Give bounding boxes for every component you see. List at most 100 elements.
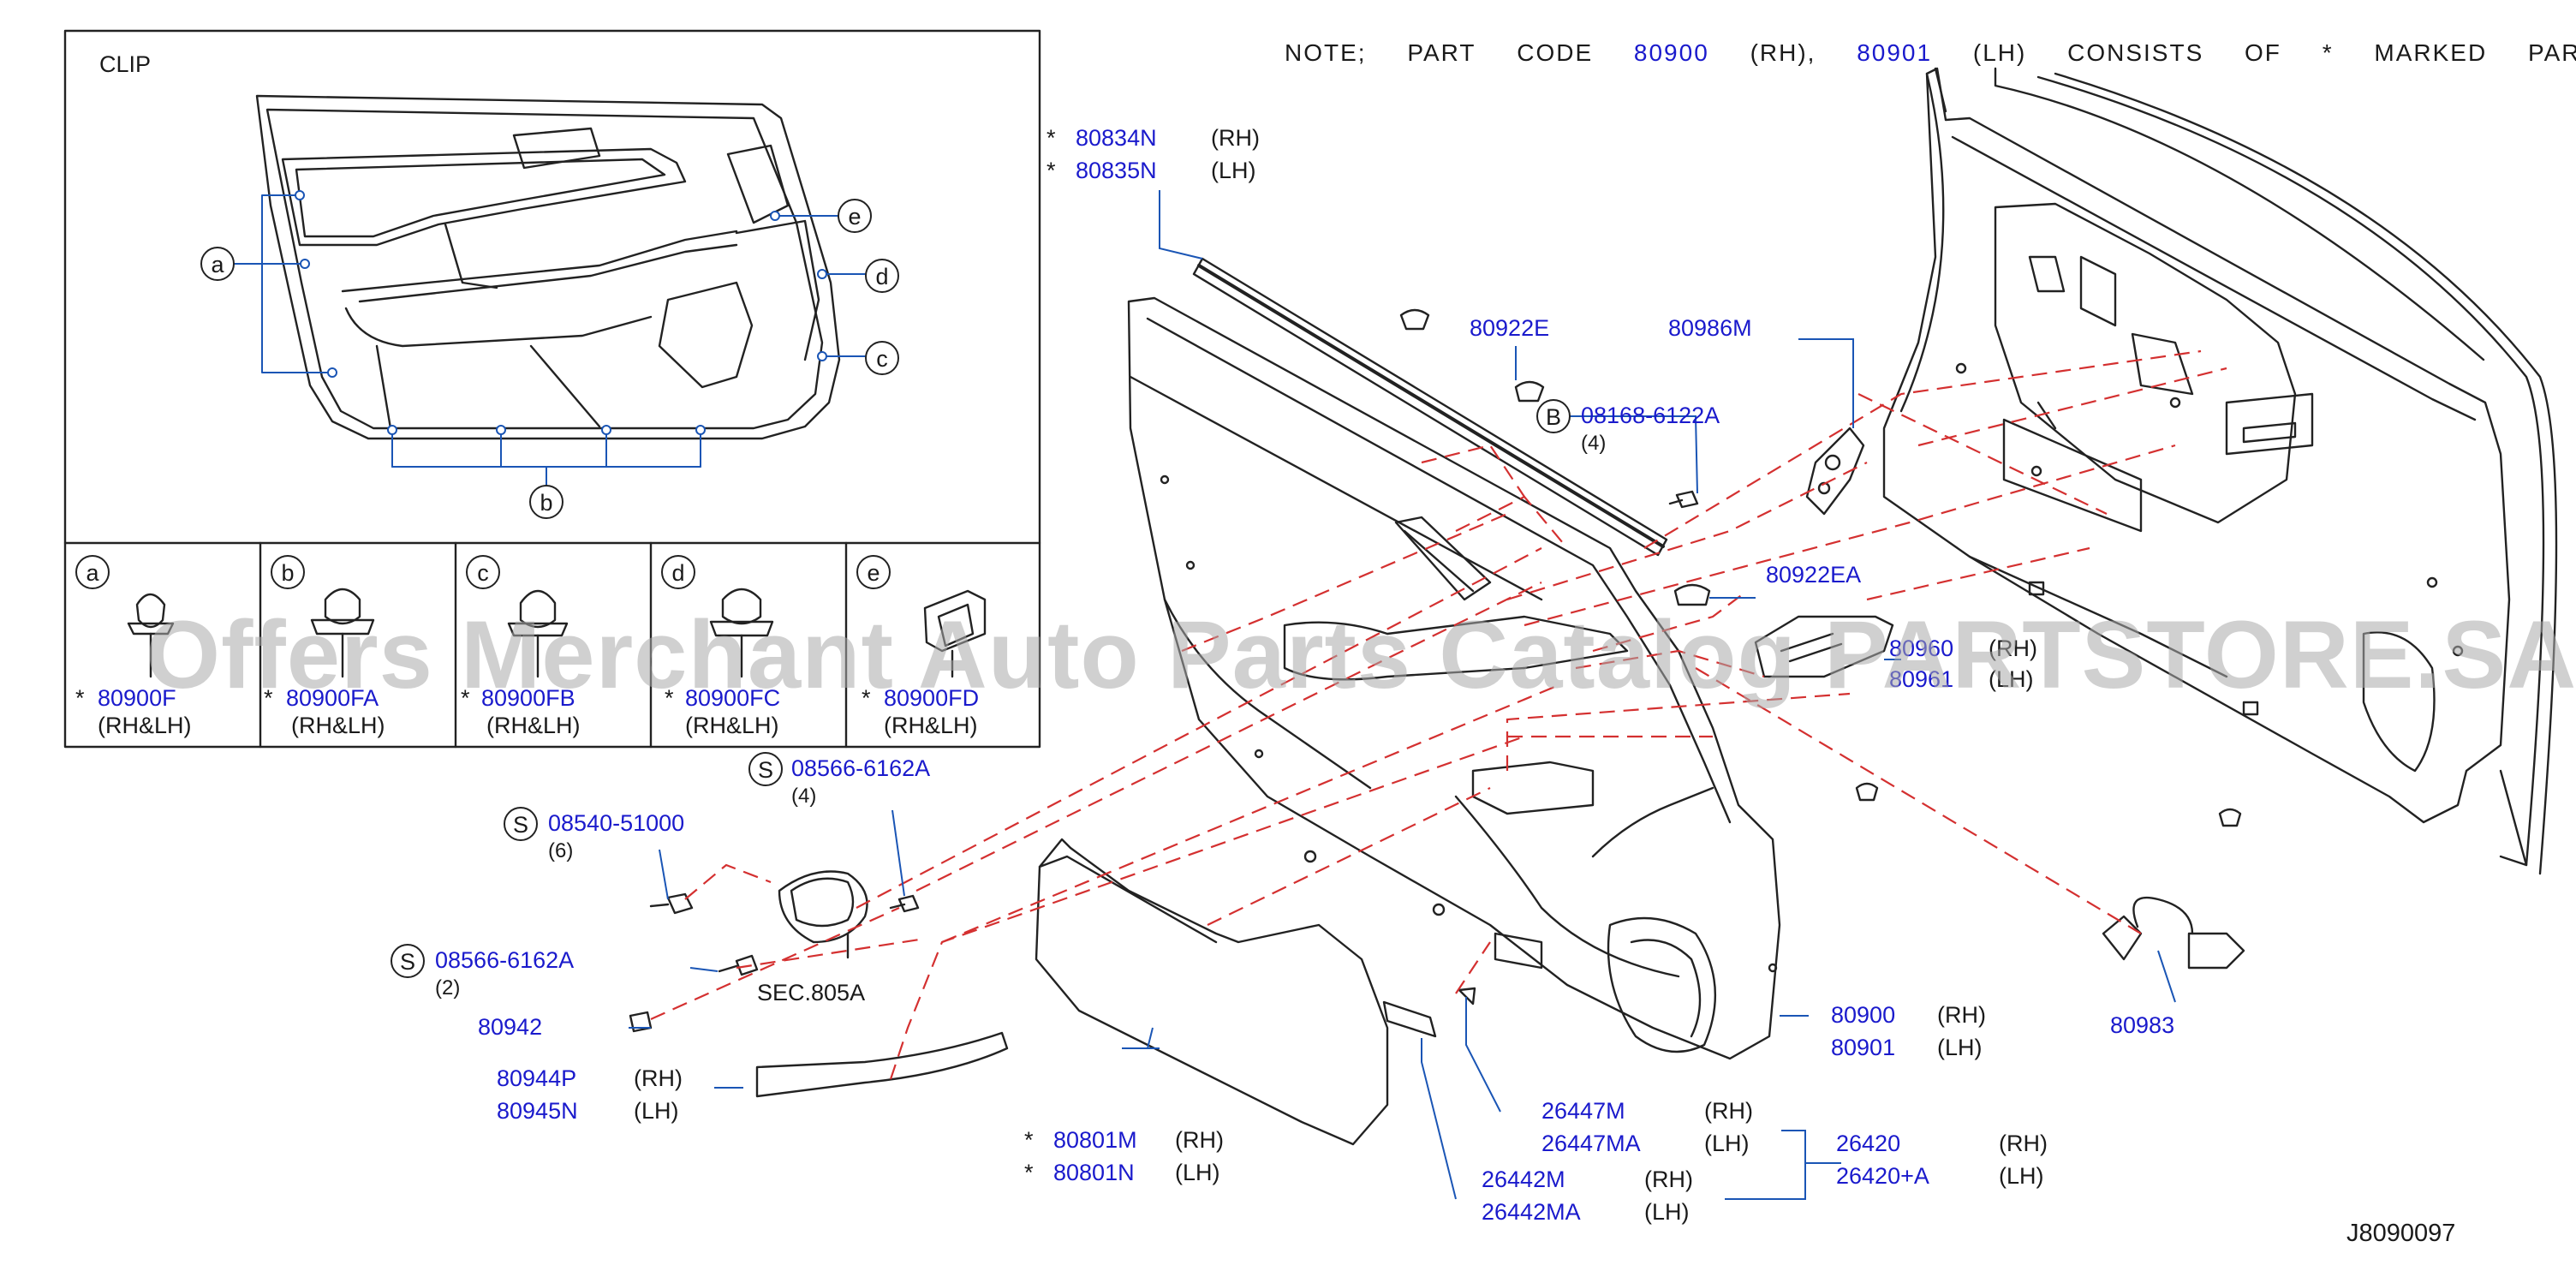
note-word: CONSISTS [2067,39,2204,66]
rh-label: (RH) [1999,1131,2048,1156]
inside-handle-drawing [778,870,868,959]
side-label: (RH&LH) [884,713,978,738]
quantity-label: (4) [1581,432,1607,455]
part-80944p[interactable]: 80944P [497,1065,577,1091]
cell-letter-a: a [75,555,110,589]
side-label: (RH&LH) [486,713,581,738]
callout-c: c [865,341,899,375]
quantity-label: (4) [791,785,817,808]
part-26442ma[interactable]: 26442MA [1482,1199,1581,1225]
star-marker: * [1024,1127,1034,1153]
callout-e: e [838,199,872,233]
clip-inset-frame [63,29,1041,749]
rh-label: (RH) [1989,636,2037,661]
section-reference[interactable]: SEC.805A [757,980,866,1005]
part-26420[interactable]: 26420 [1836,1131,1901,1156]
part-80834n[interactable]: 80834N [1076,125,1157,151]
part-80900fb[interactable]: 80900FB [481,685,575,711]
part-80922ea[interactable]: 80922EA [1766,562,1862,588]
inset-door-trim-drawing [255,94,841,440]
cell-letter-c: c [466,555,500,589]
rh-label: (RH) [1937,1002,1986,1028]
note-word: PART [1407,39,1476,66]
door-trim-panel-drawing [1127,296,1781,1060]
power-window-switch-drawing [1754,615,1894,678]
note-word: OF [2245,39,2281,66]
part-26447ma[interactable]: 26447MA [1541,1131,1641,1156]
star-marker: * [75,685,85,711]
part-80900fd[interactable]: 80900FD [884,685,980,711]
note-word: (RH), [1750,39,1816,66]
lh-label: (LH) [1989,666,2034,692]
callout-s: S [748,752,783,786]
star-marker: * [862,685,871,711]
rh-label: (RH) [1704,1098,1753,1124]
note-header: NOTE; PART CODE 80900 (RH), 80901 (LH) C… [1285,39,2576,67]
part-08566-6162a[interactable]: 08566-6162A [435,947,575,973]
part-80922e[interactable]: 80922E [1470,315,1550,341]
part-80835n[interactable]: 80835N [1076,158,1157,183]
cell-letter-e: e [856,555,891,589]
note-word: CODE [1517,39,1594,66]
part-08566-6162a[interactable]: 08566-6162A [791,755,931,781]
quantity-label: (6) [548,839,574,862]
part-80945n[interactable]: 80945N [497,1098,578,1124]
star-marker: * [1046,158,1056,183]
rh-label: (RH) [1644,1167,1693,1192]
part-80900fa[interactable]: 80900FA [286,685,379,711]
bracket-80986m-drawing [1805,427,1865,516]
side-label: (RH&LH) [685,713,779,738]
note-part-code-lh[interactable]: 80901 [1857,39,1933,66]
clip-e-drawing [923,589,987,678]
part-80983[interactable]: 80983 [2110,1012,2175,1038]
part-26447m[interactable]: 26447M [1541,1098,1625,1124]
lh-label: (LH) [1937,1035,1983,1060]
part-80801m[interactable]: 80801M [1053,1127,1137,1153]
rh-label: (RH) [1175,1127,1224,1153]
star-marker: * [461,685,470,711]
note-part-code-rh[interactable]: 80900 [1633,39,1709,66]
lh-label: (LH) [1999,1163,2044,1189]
lh-label: (LH) [1175,1160,1220,1185]
assembly-dashed-lines [650,349,2227,1080]
armrest-finisher-drawing [755,1031,1009,1098]
callout-s: S [391,944,425,978]
part-08168-6122a[interactable]: 08168-6122A [1581,403,1720,428]
part-08540-51000[interactable]: 08540-51000 [548,810,685,836]
side-label: (RH&LH) [291,713,385,738]
door-body-drawing [1882,67,2558,875]
lower-pocket-drawing [1035,838,1389,1146]
note-word: PARTS [2527,39,2576,66]
harness-drawing [2102,896,2245,970]
part-80900f[interactable]: 80900F [98,685,176,711]
part-80901[interactable]: 80901 [1831,1035,1896,1060]
callout-d: d [865,259,899,293]
clip-a-drawing [127,593,175,678]
star-marker: * [264,685,273,711]
callout-a: a [200,247,235,281]
lh-label: (LH) [1211,158,1256,183]
part-26442m[interactable]: 26442M [1482,1167,1565,1192]
leader-lines [629,190,2176,1200]
rh-label: (RH) [1211,125,1260,151]
callout-b: b [529,485,564,519]
diagram-code: J8090097 [2346,1220,2456,1247]
note-word: * [2322,39,2334,66]
part-80801n[interactable]: 80801N [1053,1160,1135,1185]
part-26420-a[interactable]: 26420+A [1836,1163,1929,1189]
part-80900fc[interactable]: 80900FC [685,685,781,711]
part-80942[interactable]: 80942 [478,1014,543,1040]
star-marker: * [1046,125,1056,151]
clip-box-title: CLIP [99,51,152,77]
part-80900[interactable]: 80900 [1831,1002,1896,1028]
part-80961[interactable]: 80961 [1889,666,1954,692]
side-label: (RH&LH) [98,713,192,738]
part-80960[interactable]: 80960 [1889,636,1954,661]
callout-b-bolt: B [1536,399,1571,433]
rh-label: (RH) [634,1065,683,1091]
part-80986m[interactable]: 80986M [1668,315,1752,341]
lh-label: (LH) [1644,1199,1690,1225]
lh-label: (LH) [1704,1131,1750,1156]
